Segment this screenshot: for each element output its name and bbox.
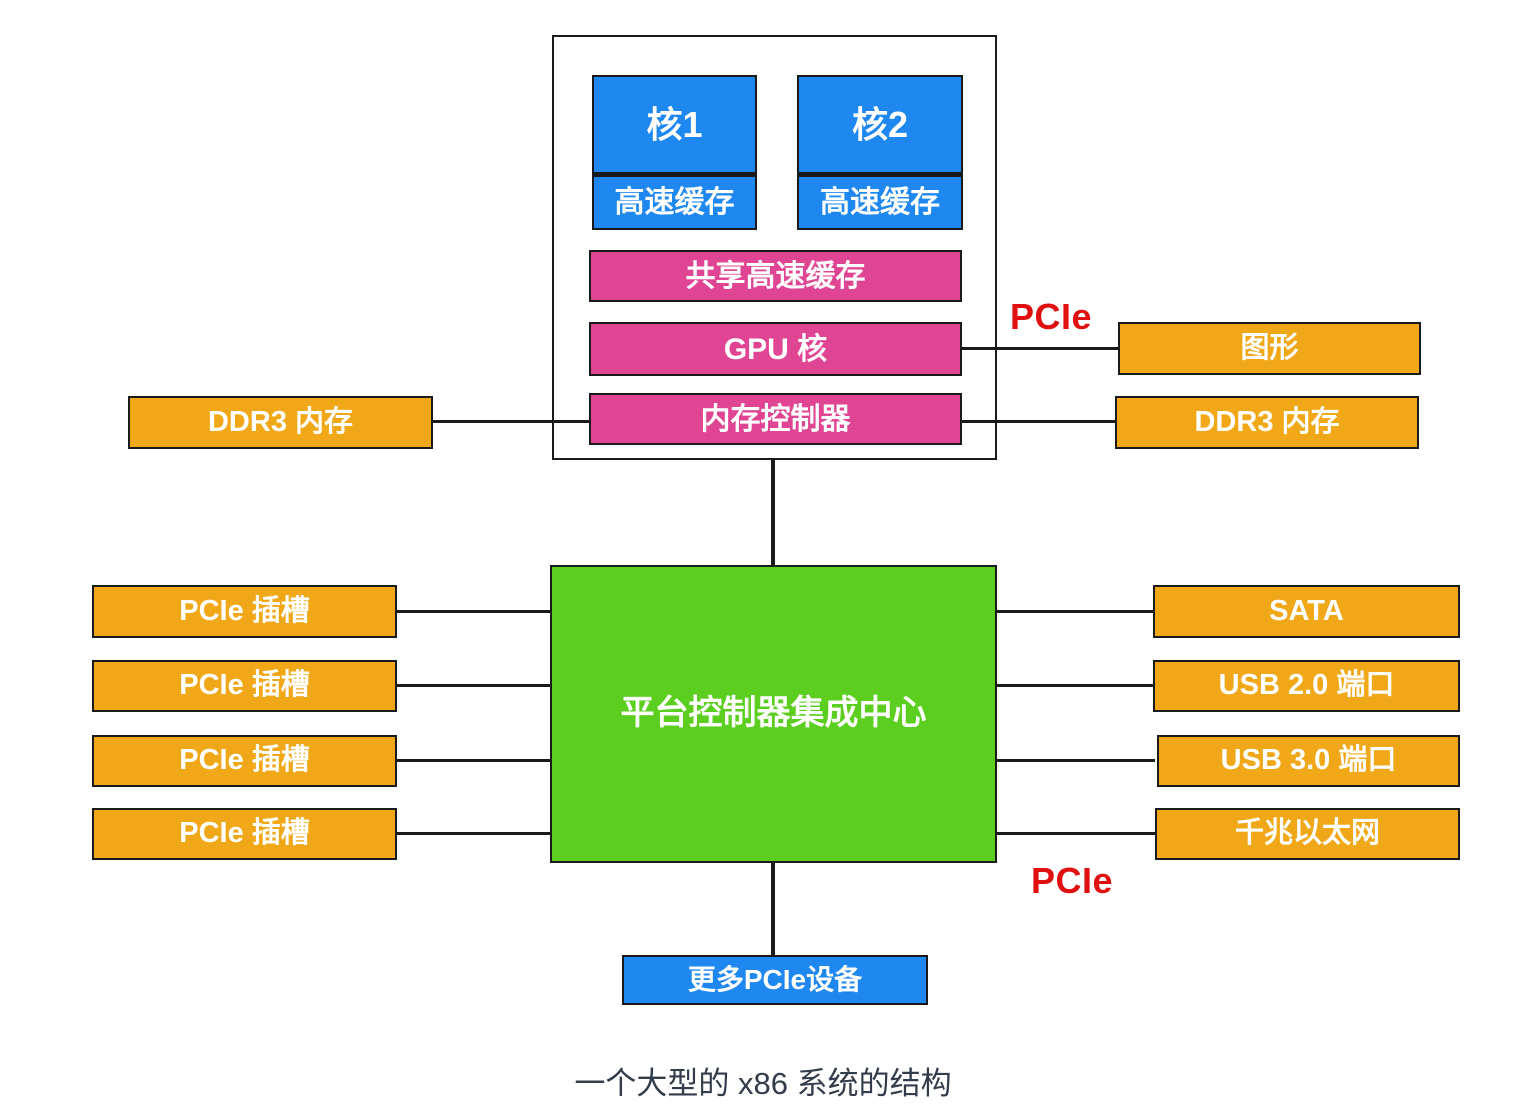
connector-ddr3-left	[433, 420, 590, 423]
connector-hub-morepcie	[771, 861, 775, 957]
ddr3-memory-right-box: DDR3 内存	[1115, 396, 1419, 449]
connector-pcie-slot-2	[395, 684, 552, 687]
cpu-core-1-box: 核1	[592, 75, 757, 174]
connector-pcie-slot-3	[395, 759, 552, 762]
gigabit-ethernet-box: 千兆以太网	[1155, 808, 1460, 860]
pcie-slot-2-box: PCIe 插槽	[92, 660, 397, 712]
connector-cpu-hub	[771, 458, 775, 567]
pcie-slot-1-box: PCIe 插槽	[92, 585, 397, 638]
usb3-ports-box: USB 3.0 端口	[1157, 735, 1460, 787]
cpu-core-2-cache-box: 高速缓存	[797, 174, 963, 230]
pcie-label-bottom: PCIe	[1031, 860, 1114, 901]
usb2-ports-box: USB 2.0 端口	[1153, 660, 1460, 712]
cpu-package-box: 核1 高速缓存 核2 高速缓存 共享高速缓存 GPU 核 内存控制器	[552, 35, 997, 460]
connector-pcie-slot-1	[395, 610, 552, 613]
connector-usb3	[995, 759, 1155, 762]
graphics-box: 图形	[1118, 322, 1421, 375]
connector-pcie-slot-4	[395, 832, 552, 835]
sata-box: SATA	[1153, 585, 1460, 638]
cpu-core-2-box: 核2	[797, 75, 963, 174]
pcie-slot-3-box: PCIe 插槽	[92, 735, 397, 787]
shared-cache-box: 共享高速缓存	[589, 250, 962, 302]
pcie-slot-4-box: PCIe 插槽	[92, 808, 397, 860]
pcie-label-top: PCIe	[1010, 296, 1093, 337]
gpu-core-box: GPU 核	[589, 322, 962, 376]
platform-controller-hub-box: 平台控制器集成中心	[550, 565, 997, 863]
cpu-core-1-cache-box: 高速缓存	[592, 174, 757, 230]
more-pcie-devices-box: 更多PCIe设备	[622, 955, 928, 1005]
connector-sata	[995, 610, 1155, 613]
ddr3-memory-left-box: DDR3 内存	[128, 396, 433, 449]
connector-graphics	[960, 347, 1120, 350]
diagram-caption: 一个大型的 x86 系统的结构	[574, 1066, 952, 1101]
connector-usb2	[995, 684, 1155, 687]
memory-controller-box: 内存控制器	[589, 393, 962, 445]
connector-ethernet	[995, 832, 1155, 835]
connector-ddr3-right	[960, 420, 1117, 423]
